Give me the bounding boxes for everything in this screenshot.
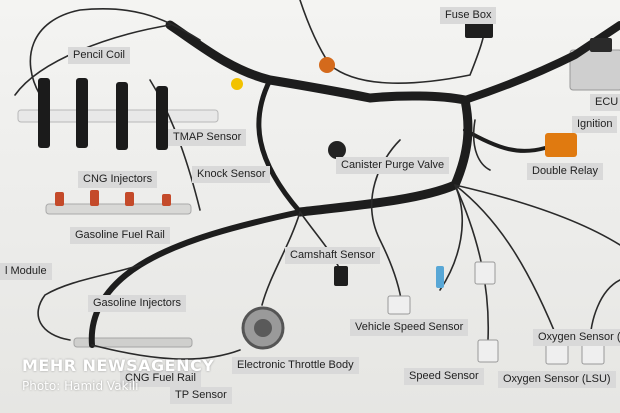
wire-10 <box>261 211 301 306</box>
harness-branch-tmap <box>256 77 303 215</box>
label-cng-fuel-rail: CNG Fuel Rail <box>120 370 201 387</box>
sensor-white <box>474 261 496 285</box>
label-camshaft-sensor: Camshaft Sensor <box>285 247 380 264</box>
harness-branch-relay <box>463 128 547 153</box>
label-ecu: ECU <box>590 94 620 111</box>
injector-1 <box>55 192 64 206</box>
pencil-coil-2 <box>76 78 88 148</box>
watermark-agency: MEHR NEWSAGENCY <box>22 356 215 375</box>
wire-13 <box>91 344 241 360</box>
connector-relay <box>545 133 577 157</box>
label-pencil-coil: Pencil Coil <box>68 47 130 64</box>
harness-branch-lower <box>88 209 303 348</box>
oxygen-sensor-a <box>545 343 569 365</box>
injector-3 <box>125 192 134 206</box>
label-tp-sensor: TP Sensor <box>170 387 232 404</box>
connector-ecu <box>590 38 612 52</box>
label-fuse-box: Fuse Box <box>440 7 497 24</box>
label-speed-sensor: Speed Sensor <box>404 368 484 385</box>
label-cng-injectors: CNG Injectors <box>78 171 158 188</box>
wire-11 <box>299 211 343 276</box>
label-oxygen-sensor-top: Oxygen Sensor (L <box>533 329 620 346</box>
label-knock-sensor: Knock Sensor <box>192 166 271 183</box>
label-tmap-sensor: TMAP Sensor <box>168 129 247 146</box>
wire-2 <box>29 7 201 96</box>
injector-2 <box>90 190 99 206</box>
connector-fusebox <box>465 22 493 38</box>
injector-4 <box>162 194 171 206</box>
connector-tmap <box>231 78 243 90</box>
label-canister-purge-valve: Canister Purge Valve <box>336 157 450 174</box>
wire-15 <box>472 119 491 171</box>
cng-fuel-rail <box>73 337 193 348</box>
wire-12 <box>37 264 141 341</box>
pencil-coil-1 <box>38 78 50 148</box>
label-double-relay: Double Relay <box>527 163 604 180</box>
gasoline-fuel-rail <box>45 203 192 215</box>
label-gasoline-fuel-rail: Gasoline Fuel Rail <box>70 227 170 244</box>
pencil-coil-4 <box>156 86 168 150</box>
label-oxygen-sensor-lsu: Oxygen Sensor (LSU) <box>498 371 616 388</box>
wire-5 <box>439 184 463 291</box>
label-gasoline-injectors: Gasoline Injectors <box>88 295 187 312</box>
label-vehicle-speed-sensor: Vehicle Speed Sensor <box>350 319 469 336</box>
throttle-bore <box>254 319 272 337</box>
label-module: l Module <box>0 263 52 280</box>
watermark-credit: Photo: Hamid Vakili <box>22 379 139 393</box>
wire-7 <box>454 184 561 346</box>
connector-purge <box>328 141 346 159</box>
wire-8 <box>454 184 620 246</box>
harness-trunk <box>165 20 473 217</box>
pencil-coil-3 <box>116 82 128 150</box>
label-electronic-throttle-body: Electronic Throttle Body <box>232 357 359 374</box>
camshaft-plug <box>334 266 348 286</box>
connector-canister <box>319 57 335 73</box>
harness-branch-ecu <box>461 21 620 104</box>
wire-4 <box>299 0 486 84</box>
label-ignition: Ignition <box>572 116 618 133</box>
sensor-blue <box>436 266 444 288</box>
speed-sensor <box>477 339 499 363</box>
oxygen-sensor-b <box>581 343 605 365</box>
vss-sensor <box>387 295 411 315</box>
